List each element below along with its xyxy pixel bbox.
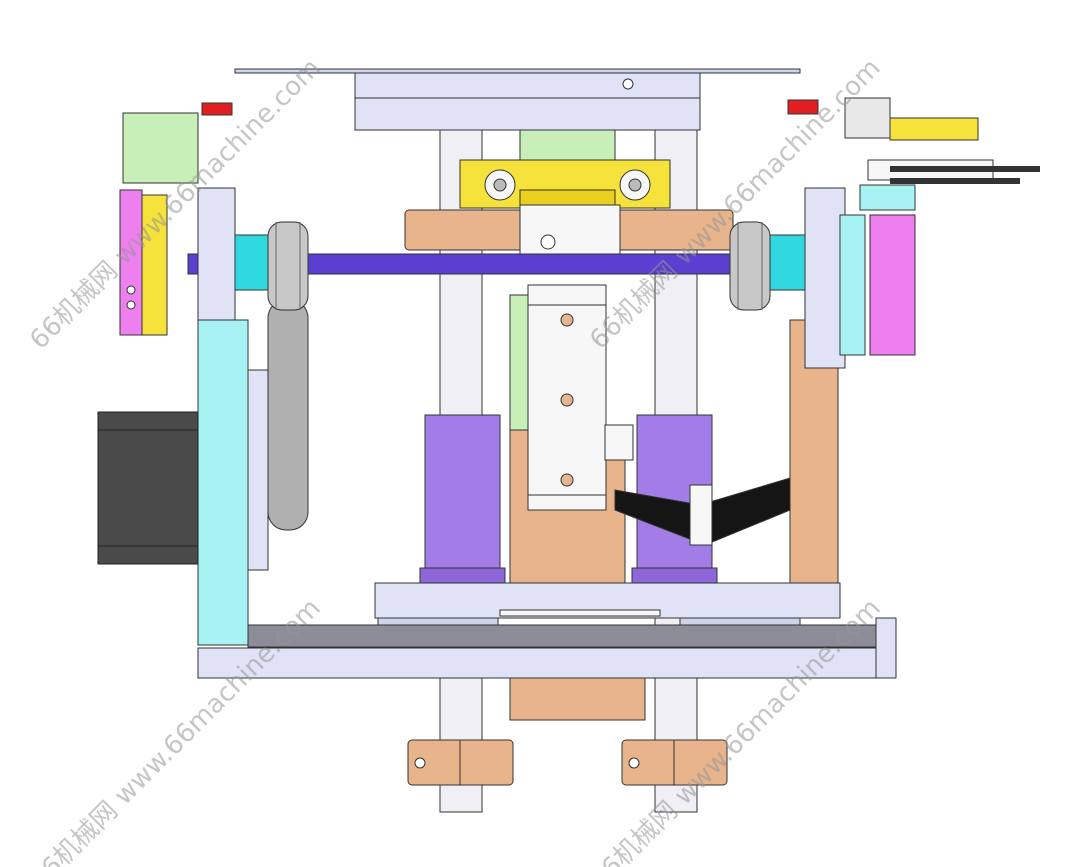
- right-cyan-support: [769, 187, 866, 369]
- bottom-guide-rail: [197, 617, 897, 679]
- right-yellow-actuator: [787, 97, 1040, 356]
- top-plate: [234, 68, 801, 131]
- stepper-motor: [97, 411, 199, 565]
- black-bracket-arm: [614, 477, 791, 546]
- copper-drums: [404, 209, 734, 251]
- bottom-copper-clamps: [407, 739, 728, 786]
- timing-belt: [267, 299, 309, 531]
- lower-copper-block: [509, 677, 646, 721]
- left-pink-bracket: [119, 102, 233, 336]
- center-yellow-clamp-block: [459, 159, 671, 209]
- left-pulley: [267, 221, 309, 311]
- right-pulley: [729, 221, 771, 311]
- left-cyan-support: [197, 187, 271, 646]
- center-slide-unit: [509, 204, 634, 601]
